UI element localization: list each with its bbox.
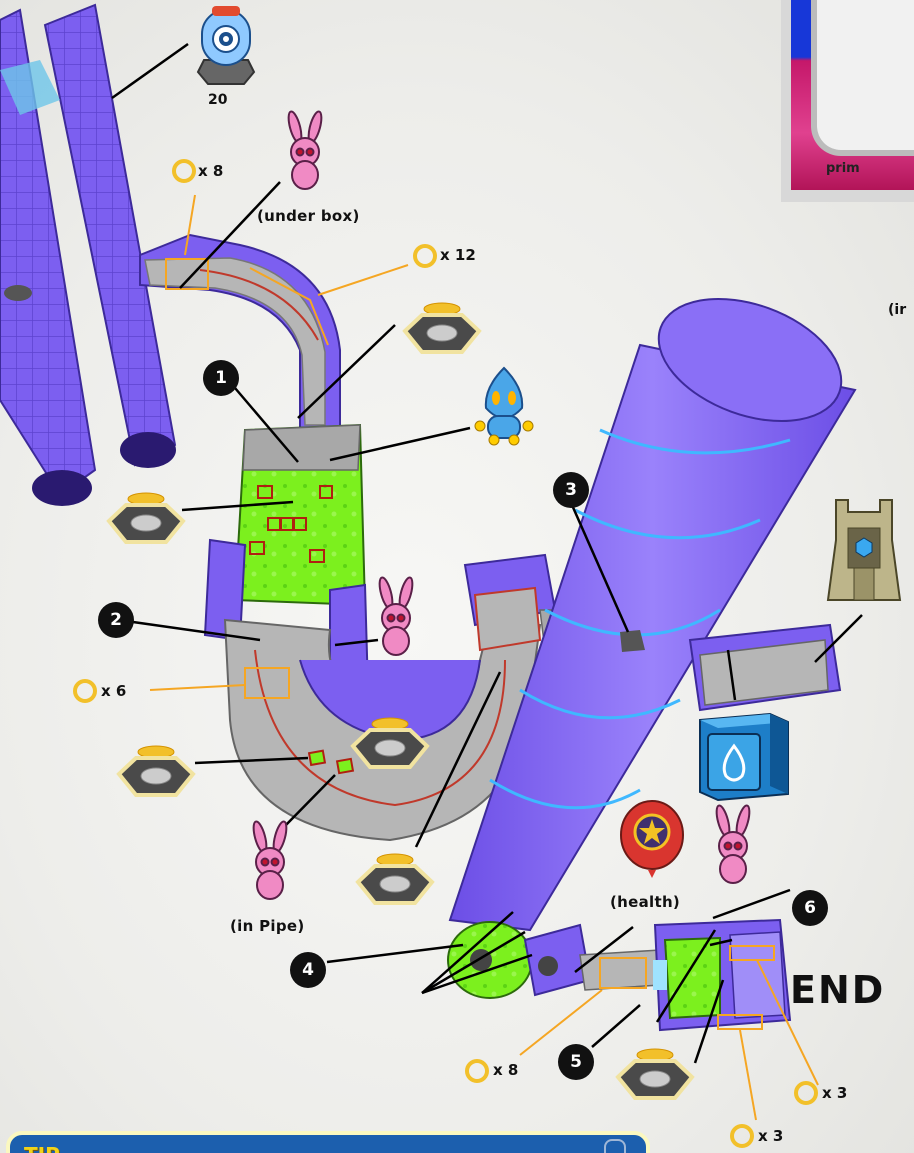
upper-path: [140, 235, 340, 430]
inset-frame: [811, 0, 914, 156]
item-box-icon: [700, 714, 788, 800]
inset-caption: prim: [826, 161, 860, 176]
inset-preview: prim: [781, 0, 914, 202]
ring-count-end-right: x 3: [822, 1084, 847, 1102]
marker-1: 1: [203, 360, 239, 396]
ring-count-left: x 6: [101, 682, 126, 700]
rocket-icon: [198, 6, 254, 84]
rocket-count-label: 20: [208, 92, 227, 108]
tower-icon: [828, 500, 900, 600]
note-health: (health): [610, 893, 680, 911]
marker-5: 5: [558, 1044, 594, 1080]
side-walkway: [690, 625, 840, 710]
ring-count-bottom: x 8: [493, 1061, 518, 1079]
note-cut-off: (ir: [888, 302, 906, 318]
tip-badge: TIP: [24, 1143, 60, 1153]
ring-count-end-bottom: x 3: [758, 1127, 783, 1145]
end-label: END: [790, 968, 885, 1012]
ring-count-top-right: x 12: [440, 246, 476, 264]
marker-2: 2: [98, 602, 134, 638]
tip-corner-icon: [604, 1139, 626, 1153]
marker-6: 6: [792, 890, 828, 926]
ring-count-top-left: x 8: [198, 162, 223, 180]
marker-3: 3: [553, 472, 589, 508]
marker-4: 4: [290, 952, 326, 988]
note-under-box: (under box): [257, 207, 360, 225]
balloon-icon: [621, 801, 683, 878]
chao-icon: [475, 368, 533, 445]
note-in-pipe: (in Pipe): [230, 917, 305, 935]
end-section: [525, 920, 790, 1030]
tip-panel: TIP: [6, 1131, 650, 1153]
